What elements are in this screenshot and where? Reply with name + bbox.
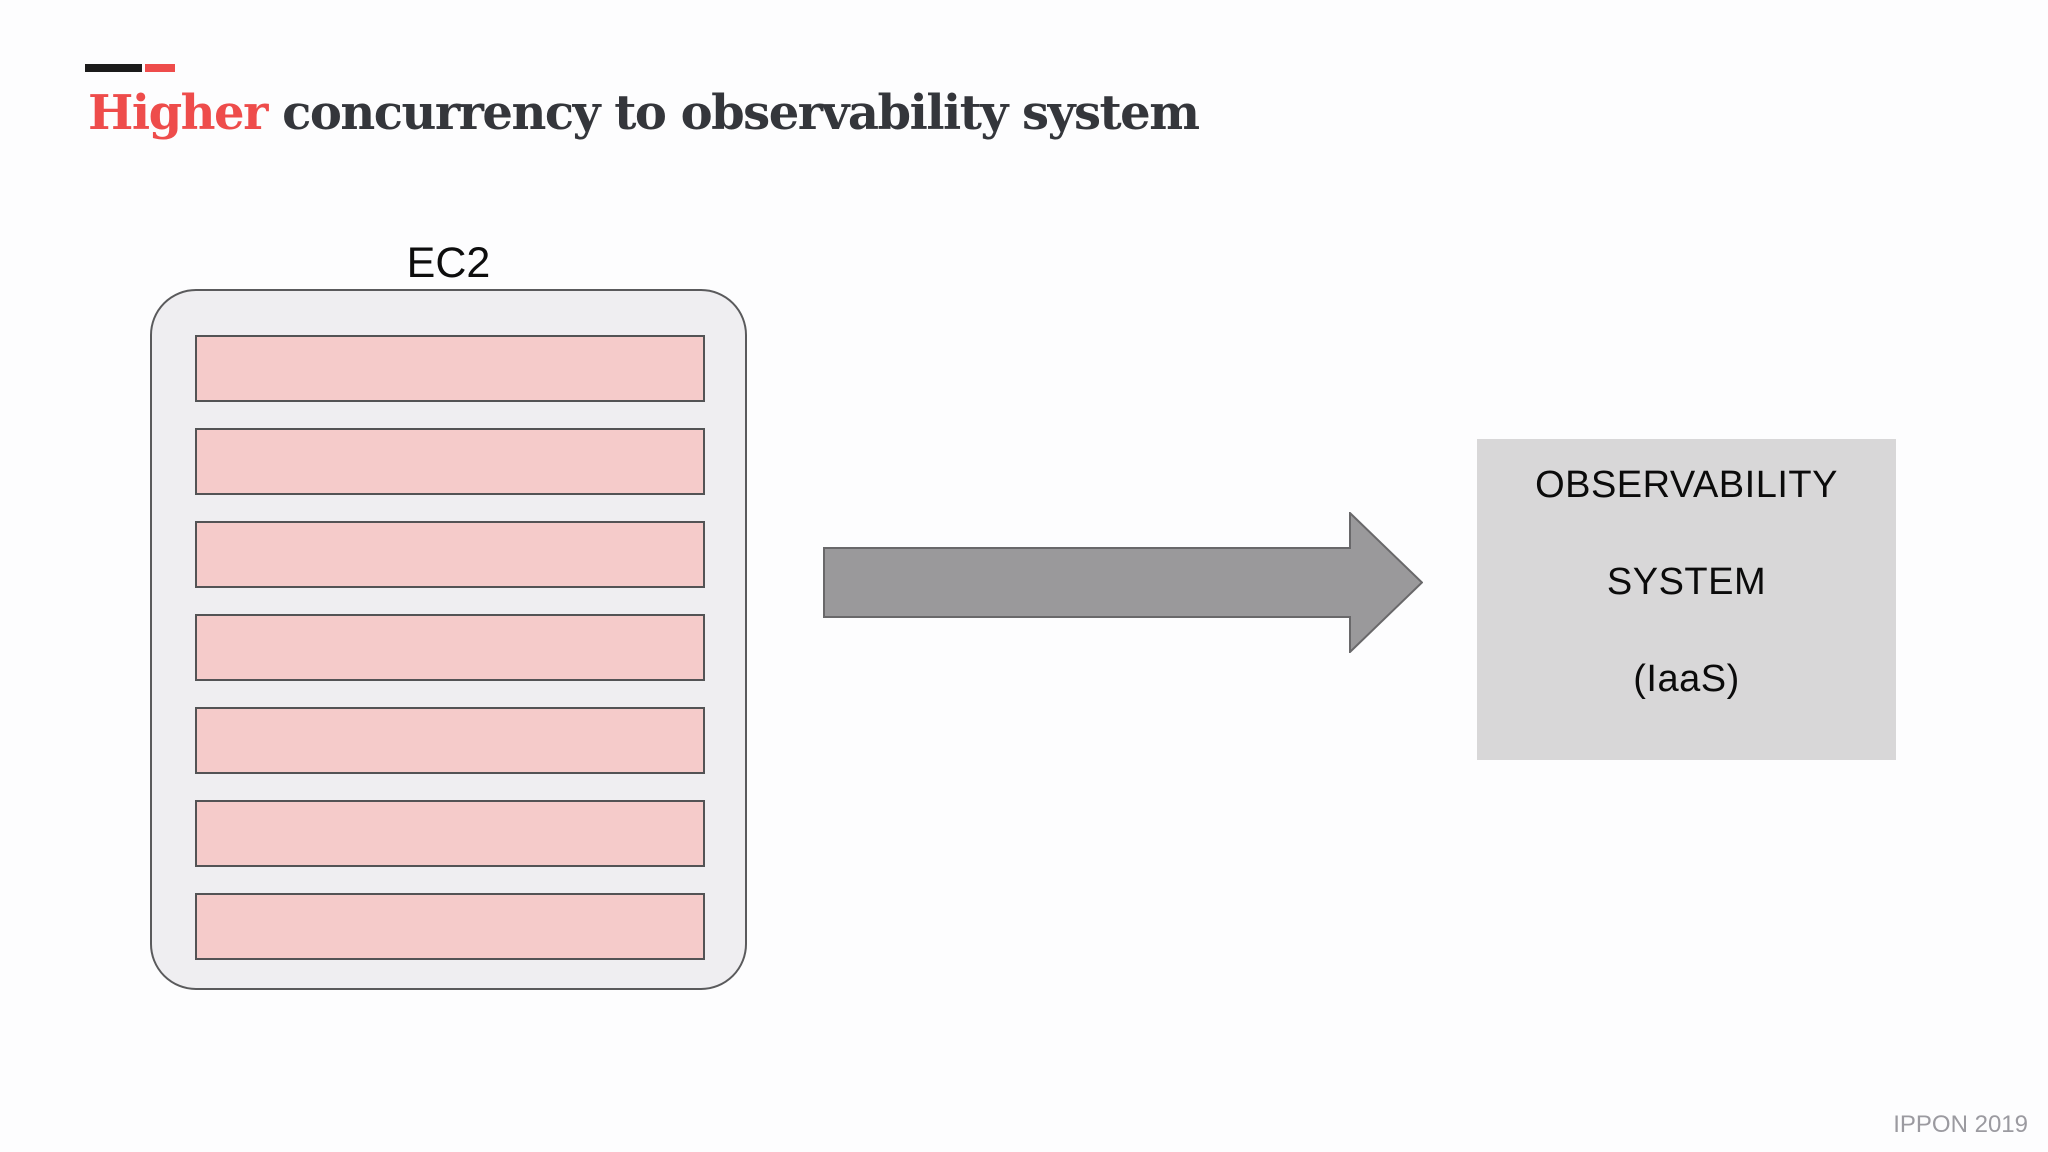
- title-accent-dash-red: [145, 64, 175, 72]
- ec2-instance-bar: [195, 800, 705, 867]
- ec2-instance-bar: [195, 707, 705, 774]
- observability-line: (IaaS): [1633, 658, 1740, 700]
- slide-title-highlight: Higher: [88, 85, 268, 141]
- slide-title-rest: concurrency to observability system: [266, 85, 1200, 141]
- ec2-instance-bar: [195, 521, 705, 588]
- footer-credit: IPPON 2019: [1893, 1111, 2028, 1138]
- ec2-label: EC2: [406, 239, 491, 287]
- ec2-container: [150, 289, 747, 990]
- slide-title: Higher concurrency to observability syst…: [88, 84, 1200, 142]
- ec2-instance-bar: [195, 614, 705, 681]
- observability-line: SYSTEM: [1606, 561, 1767, 603]
- right-arrow-icon: [823, 512, 1423, 653]
- ec2-instance-bar: [195, 893, 705, 960]
- ec2-instance-bar: [195, 335, 705, 402]
- ec2-instance-bar: [195, 428, 705, 495]
- observability-system-box: OBSERVABILITY SYSTEM (IaaS): [1477, 439, 1896, 760]
- observability-line: OBSERVABILITY: [1535, 464, 1838, 506]
- title-accent-dash-dark: [85, 64, 142, 72]
